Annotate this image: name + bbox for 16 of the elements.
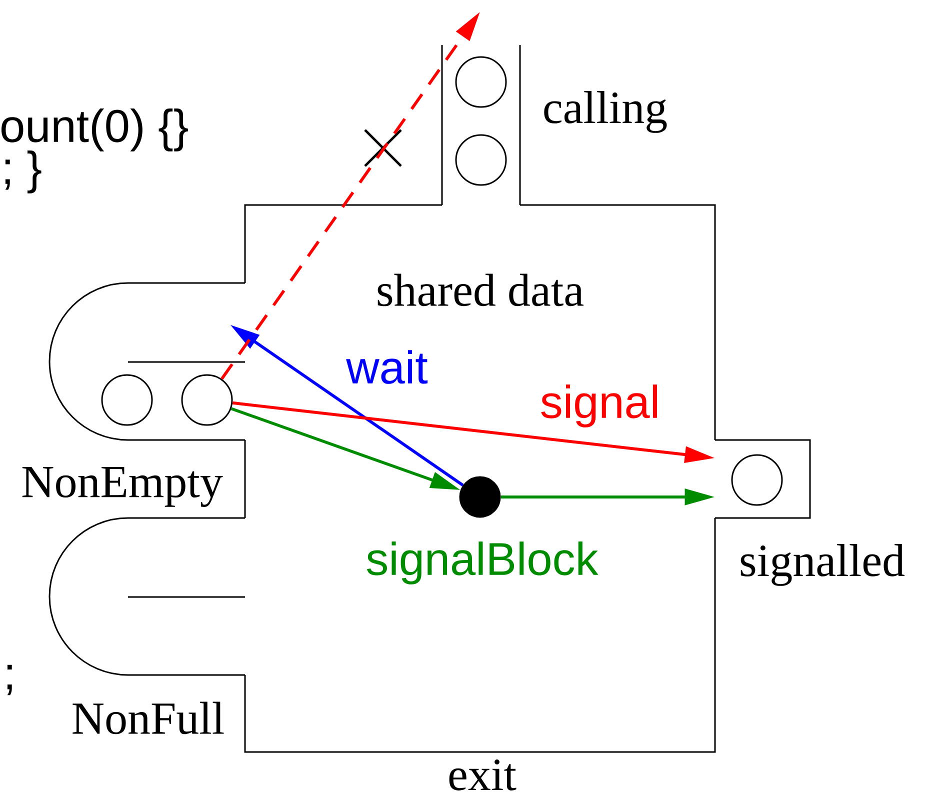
queue-pocket: signalled xyxy=(715,439,904,586)
filled-dot xyxy=(459,476,501,518)
edge-label: wait xyxy=(345,349,429,385)
queue-slot xyxy=(181,374,233,426)
queue-slot xyxy=(455,134,507,186)
port-label: exit xyxy=(449,760,516,790)
queue-slot xyxy=(101,374,153,426)
queue-slot xyxy=(455,56,507,108)
code-text: ; } xyxy=(5,150,42,194)
edge-label: signalBlock xyxy=(364,540,600,586)
queue-slot xyxy=(731,454,783,506)
edge-label: signal xyxy=(538,384,662,428)
queue-pocket: NonEmpty xyxy=(22,282,245,507)
queue-pocket: NonFull xyxy=(48,517,245,734)
queue-pocket: calling xyxy=(441,45,667,205)
code-text: ount(0) {} xyxy=(2,108,188,152)
